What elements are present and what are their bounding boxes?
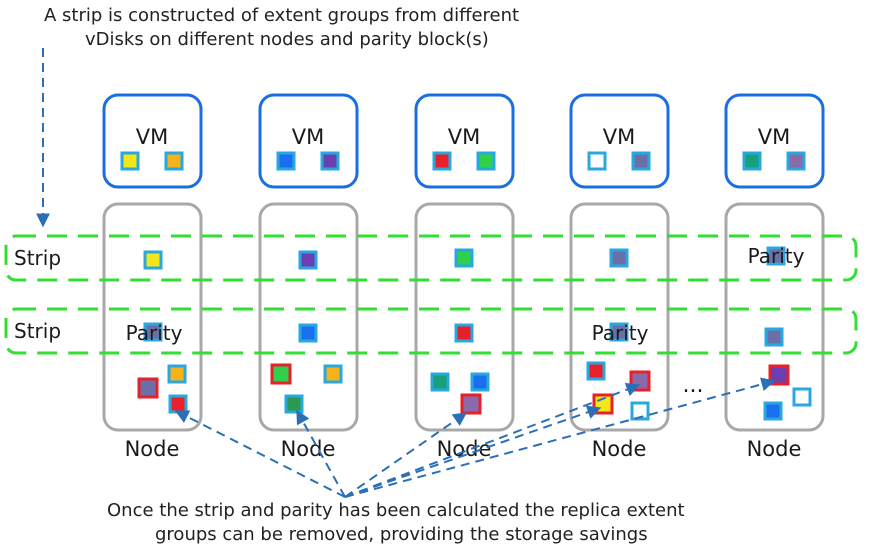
parity-block (766, 246, 786, 266)
top-caption-line-2: vDisks on different nodes and parity blo… (85, 29, 489, 50)
vm-extent-block (742, 151, 762, 171)
removal-arrow (344, 377, 776, 498)
node-box (724, 202, 825, 432)
node-label: Node (747, 437, 802, 461)
vm-extent-block (587, 151, 607, 171)
strip-extent-block (454, 248, 474, 268)
node-box (414, 202, 515, 432)
strip-label-1: Strip (14, 246, 61, 270)
node-box (569, 202, 670, 432)
vm-extent-block (631, 151, 651, 171)
vm-box-3: VM (414, 93, 515, 189)
vm-box-2: VM (258, 93, 359, 189)
bottom-caption-line-2: groups can be removed, providing the sto… (155, 524, 648, 545)
vm-box-4: VM (569, 93, 670, 189)
vm-box-1: VM (102, 93, 203, 189)
parity-block (609, 322, 629, 342)
strip-extent-block (609, 248, 629, 268)
strip-extent-block (298, 323, 318, 343)
vm-extent-block (320, 151, 340, 171)
strip-extent-block (298, 250, 318, 270)
vm-extent-block (432, 151, 452, 171)
removal-arrow (174, 410, 346, 498)
strip-label-2: Strip (14, 319, 61, 343)
node-label: Node (437, 437, 492, 461)
parity-label: Parity (748, 244, 805, 268)
replica-extent-block (792, 387, 812, 407)
strip-extent-block (764, 327, 784, 347)
removed-replica-block (270, 363, 292, 385)
vm-label: VM (136, 125, 168, 149)
vm-extent-block (786, 151, 806, 171)
parity-label: Parity (126, 321, 183, 345)
node-label: Node (592, 437, 647, 461)
vm-extent-block (164, 151, 184, 171)
vm-extent-block (120, 151, 140, 171)
vm-extent-block (276, 151, 296, 171)
removal-arrow (344, 405, 602, 498)
replica-extent-block (763, 401, 783, 421)
strip-band-2 (4, 307, 858, 355)
replica-extent-block (630, 401, 650, 421)
vm-label: VM (448, 125, 480, 149)
more-nodes-ellipsis: ... (683, 373, 704, 398)
vm-extent-block (476, 151, 496, 171)
top-caption-line-1: A strip is constructed of extent groups … (44, 5, 520, 26)
removal-arrow (344, 382, 641, 498)
removal-arrow (296, 409, 346, 498)
removal-arrows (174, 377, 776, 498)
bottom-caption-line-1: Once the strip and parity has been calcu… (107, 500, 685, 521)
node-label: Node (281, 437, 336, 461)
replica-extent-block (430, 372, 450, 392)
removed-replica-block (137, 377, 159, 399)
strip-band-1 (4, 234, 858, 282)
strip-extent-block (454, 323, 474, 343)
removed-replica-block (168, 394, 188, 414)
vm-box-5: VM (724, 93, 825, 189)
removed-replica-block (284, 394, 304, 414)
removed-replica-block (460, 393, 482, 415)
node-box (258, 202, 359, 432)
strip-extent-block (143, 250, 163, 270)
node-box (102, 202, 203, 432)
replica-extent-block (323, 364, 343, 384)
removal-arrow (344, 412, 468, 498)
vm-label: VM (603, 125, 635, 149)
vm-label: VM (758, 125, 790, 149)
parity-block (143, 322, 163, 342)
replica-extent-block (167, 364, 187, 384)
parity-label: Parity (592, 321, 649, 345)
replica-extent-block (470, 372, 490, 392)
node-label: Node (125, 437, 180, 461)
replica-extent-block (586, 361, 606, 381)
vm-label: VM (292, 125, 324, 149)
